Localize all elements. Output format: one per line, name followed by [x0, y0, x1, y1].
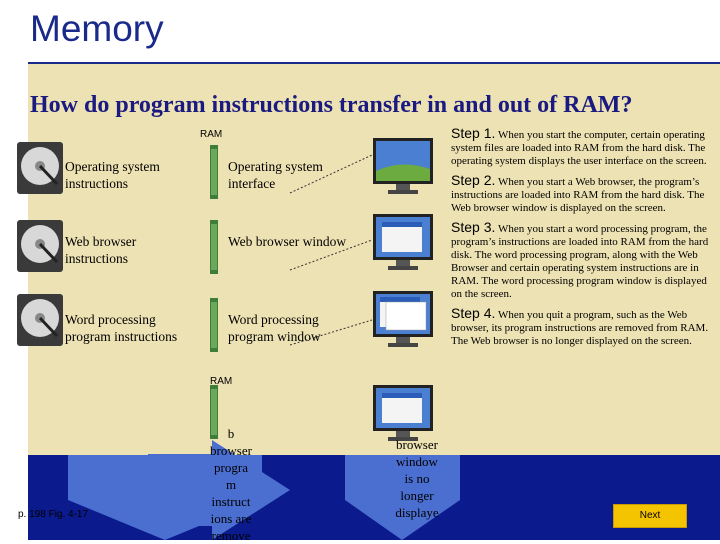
removed-line: progra: [214, 460, 248, 475]
ram-chip-icon: [210, 220, 218, 274]
monitor-browser-icon: [373, 214, 433, 270]
removal-arrows: [68, 440, 460, 540]
wp-instructions-label: Word processing program instructions: [65, 312, 178, 344]
step-3-text: When you start a word processing program…: [451, 223, 709, 300]
removed-window-line: browser: [396, 437, 438, 452]
step-1: Step 1. When you start the computer, cer…: [451, 125, 715, 168]
removed-line: instruct: [211, 494, 251, 509]
hard-disk-icon: [17, 142, 63, 194]
ram-chip-icon: [210, 145, 218, 199]
hard-disk-icon: [17, 294, 63, 346]
monitor-icon: [373, 138, 433, 194]
hard-disk-icon: [17, 220, 63, 272]
question-heading: How do program instructions transfer in …: [30, 92, 633, 118]
removed-window-text: browser window is no longer displaye: [385, 436, 449, 521]
ram-label-top: RAM: [200, 129, 223, 140]
step-3-heading: Step 3.: [451, 219, 496, 235]
removed-window-line: window: [396, 454, 438, 469]
step-1-text: When you start the computer, certain ope…: [451, 129, 707, 167]
ram-label-bottom: RAM: [210, 376, 233, 387]
step-4-text: When you quit a program, such as the Web…: [451, 309, 709, 347]
step-2-text: When you start a Web browser, the progra…: [451, 176, 705, 214]
page-title: Memory: [30, 8, 164, 49]
removed-window-line: is no: [404, 471, 430, 486]
removed-line: m: [225, 477, 237, 492]
os-instructions-label: Operating system instructions: [65, 159, 160, 191]
title-bar: Memory: [0, 0, 720, 60]
removed-line: remove: [211, 528, 251, 543]
removed-window-line: longer: [400, 488, 434, 503]
monitor-wordprocessor-icon: [373, 291, 433, 347]
step-4-heading: Step 4.: [451, 305, 496, 321]
step-4: Step 4. When you quit a program, such as…: [451, 305, 715, 348]
removed-line: ions are: [210, 511, 252, 526]
browser-window-label: Web browser window: [228, 234, 347, 249]
removed-window-line: displaye: [395, 505, 439, 520]
wp-window-label: Word processing program window: [228, 312, 321, 344]
step-1-heading: Step 1.: [451, 125, 496, 141]
ram-chip-icon: [210, 385, 218, 439]
title-rule: [0, 62, 720, 64]
removed-instructions-text: b browser progra m instruct ions are rem…: [200, 425, 262, 544]
steps-panel: Step 1. When you start the computer, cer…: [451, 125, 715, 358]
ram-chip-icon: [210, 298, 218, 352]
step-3: Step 3. When you start a word processing…: [451, 219, 715, 301]
step-2: Step 2. When you start a Web browser, th…: [451, 172, 715, 215]
removed-line: b: [227, 426, 235, 441]
next-button[interactable]: Next: [613, 504, 687, 528]
figure-reference: p. 198 Fig. 4-17: [18, 509, 89, 520]
os-interface-label: Operating system interface: [228, 159, 323, 191]
monitor-icon: [373, 385, 433, 441]
removed-line: browser: [210, 443, 252, 458]
step-2-heading: Step 2.: [451, 172, 496, 188]
browser-instructions-label: Web browser instructions: [65, 234, 137, 266]
